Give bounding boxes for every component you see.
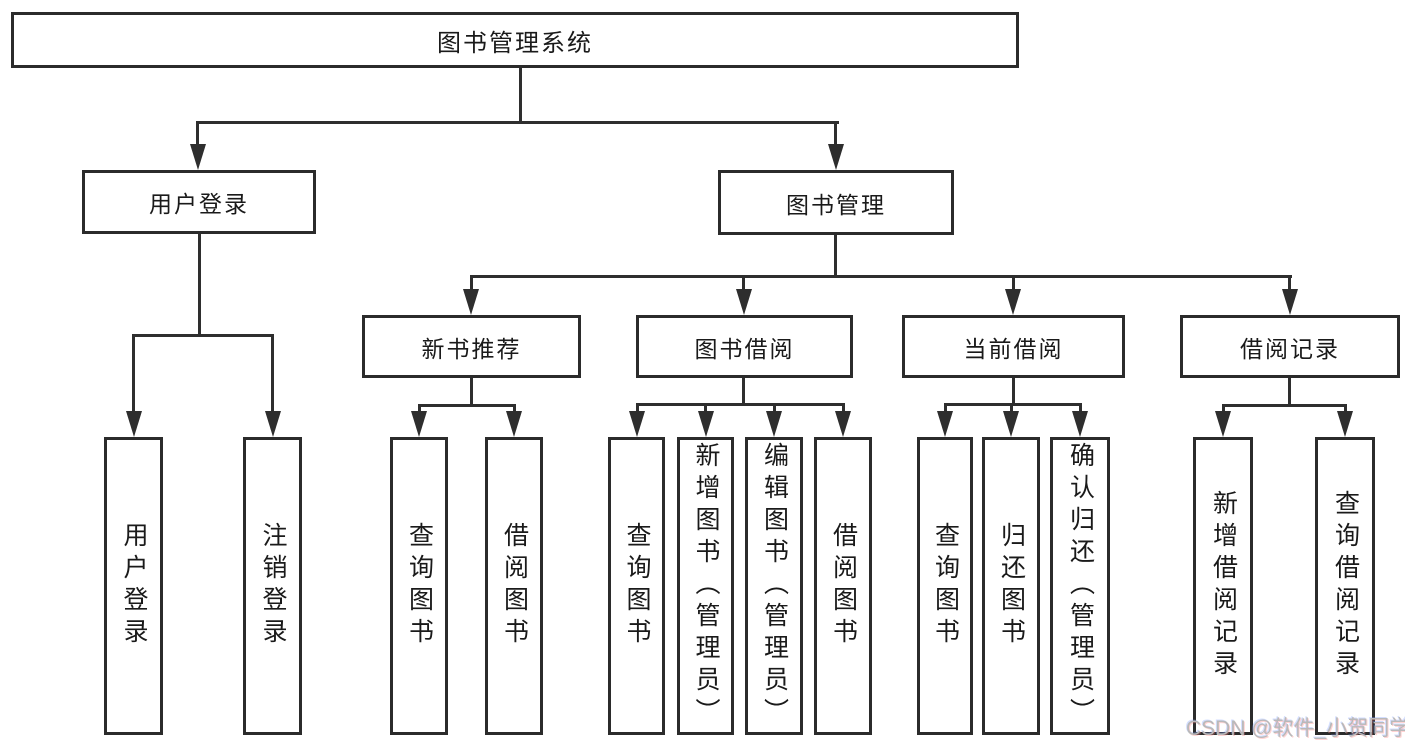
connector-borrow-records-hbar (1222, 404, 1347, 407)
leaf-query-books-1: 查询图书 (390, 437, 448, 735)
leaf-borrow-books-2: 借阅图书 (814, 437, 872, 735)
arrow-down-icon (463, 289, 479, 315)
node-new-book-recommend-label: 新书推荐 (421, 335, 522, 362)
arrow-down-icon (265, 411, 281, 437)
connector-stem-leaf-edit-book (773, 403, 776, 411)
arrow-down-icon (126, 411, 142, 437)
arrow-down-icon (506, 411, 522, 437)
leaf-query-books-2: 查询图书 (608, 437, 665, 735)
connector-stem-leaf-query-borrow-record (1344, 404, 1347, 411)
node-current-borrow: 当前借阅 (902, 315, 1125, 378)
leaf-query-books-3-label: 查询图书 (931, 522, 960, 650)
connector-current-borrow-trunk (1012, 378, 1015, 405)
arrow-down-icon (766, 411, 782, 437)
node-user-login: 用户登录 (82, 170, 316, 234)
connector-user-login-trunk (198, 234, 201, 337)
leaf-add-book-admin-label: 新增图书（管理员） (692, 442, 720, 730)
leaf-logout-label: 注销登录 (259, 522, 287, 650)
leaf-borrow-books-2-label: 借阅图书 (829, 522, 858, 650)
arrow-down-icon (1215, 411, 1231, 437)
leaf-query-books-2-label: 查询图书 (623, 522, 651, 650)
node-new-book-recommend: 新书推荐 (362, 315, 581, 378)
leaf-add-book-admin: 新增图书（管理员） (677, 437, 734, 735)
connector-stem-leaf-user-login (132, 334, 135, 411)
csdn-watermark: CSDN @软件_小贺同学 (1186, 717, 1405, 740)
node-book-management-label: 图书管理 (786, 191, 886, 218)
connector-new-book-recommend-trunk (470, 378, 473, 407)
arrow-down-icon (698, 411, 714, 437)
leaf-edit-book-admin: 编辑图书（管理员） (745, 437, 803, 735)
arrow-down-icon (411, 411, 427, 437)
arrow-down-icon (1072, 411, 1088, 437)
connector-stem-leaf-confirm-return (1079, 403, 1082, 411)
arrow-down-icon (937, 411, 953, 437)
node-root-label: 图书管理系统 (437, 29, 593, 57)
leaf-confirm-return-admin: 确认归还（管理员） (1050, 437, 1110, 735)
leaf-query-borrow-record-label: 查询借阅记录 (1331, 490, 1360, 682)
connector-book-management-trunk (834, 235, 837, 278)
connector-stem-user-login (196, 121, 199, 144)
arrow-down-icon (835, 411, 851, 437)
leaf-borrow-books-1-label: 借阅图书 (500, 522, 529, 650)
connector-stem-leaf-add-borrow-record (1222, 404, 1225, 411)
leaf-query-books-3: 查询图书 (917, 437, 973, 735)
connector-root-trunk (519, 68, 522, 124)
leaf-add-borrow-record-label: 新增借阅记录 (1209, 490, 1238, 682)
connector-book-borrow-trunk (742, 378, 745, 405)
leaf-edit-book-admin-label: 编辑图书（管理员） (760, 442, 789, 730)
connector-current-borrow-hbar (944, 403, 1082, 406)
connector-stem-book-management (834, 121, 837, 144)
arrow-down-icon (828, 144, 844, 170)
leaf-user-login-label: 用户登录 (120, 522, 148, 650)
leaf-confirm-return-admin-label: 确认归还（管理员） (1066, 442, 1095, 730)
connector-stem-leaf-borrow-books-2 (842, 403, 845, 411)
connector-stem-leaf-query-books-2 (636, 403, 639, 411)
arrow-down-icon (1337, 411, 1353, 437)
leaf-return-books-label: 归还图书 (997, 522, 1026, 650)
leaf-borrow-books-1: 借阅图书 (485, 437, 543, 735)
connector-new-book-recommend-hbar (418, 404, 516, 407)
node-borrow-records: 借阅记录 (1180, 315, 1400, 378)
leaf-user-login: 用户登录 (104, 437, 163, 735)
connector-stem-leaf-query-books-1 (418, 404, 421, 411)
connector-root-hbar (196, 121, 839, 124)
connector-stem-book-borrow (742, 275, 745, 289)
node-borrow-records-label: 借阅记录 (1240, 335, 1340, 362)
leaf-query-books-1-label: 查询图书 (405, 522, 434, 650)
connector-book-management-hbar (470, 275, 1292, 278)
arrow-down-icon (1005, 289, 1021, 315)
connector-stem-current-borrow (1012, 275, 1015, 289)
connector-borrow-records-trunk (1288, 378, 1291, 407)
connector-stem-borrow-records (1288, 275, 1291, 289)
node-current-borrow-label: 当前借阅 (963, 335, 1064, 362)
connector-stem-leaf-return-books (1010, 403, 1013, 411)
connector-stem-leaf-borrow-books-1 (513, 404, 516, 411)
connector-stem-leaf-logout (271, 334, 274, 411)
connector-stem-new-book-recommend (470, 275, 473, 289)
arrow-down-icon (1282, 289, 1298, 315)
leaf-add-borrow-record: 新增借阅记录 (1193, 437, 1253, 735)
leaf-logout: 注销登录 (243, 437, 302, 735)
arrow-down-icon (190, 144, 206, 170)
node-book-borrow-label: 图书借阅 (694, 335, 795, 362)
node-book-borrow: 图书借阅 (636, 315, 853, 378)
arrow-down-icon (629, 411, 645, 437)
arrow-down-icon (736, 289, 752, 315)
connector-user-login-hbar (132, 334, 274, 337)
leaf-return-books: 归还图书 (982, 437, 1040, 735)
node-root: 图书管理系统 (11, 12, 1019, 68)
connector-book-borrow-hbar (636, 403, 845, 406)
connector-stem-leaf-add-book (704, 403, 707, 411)
node-book-management: 图书管理 (718, 170, 954, 235)
leaf-query-borrow-record: 查询借阅记录 (1315, 437, 1375, 735)
arrow-down-icon (1003, 411, 1019, 437)
connector-stem-leaf-query-books-3 (944, 403, 947, 411)
node-user-login-label: 用户登录 (149, 191, 249, 217)
